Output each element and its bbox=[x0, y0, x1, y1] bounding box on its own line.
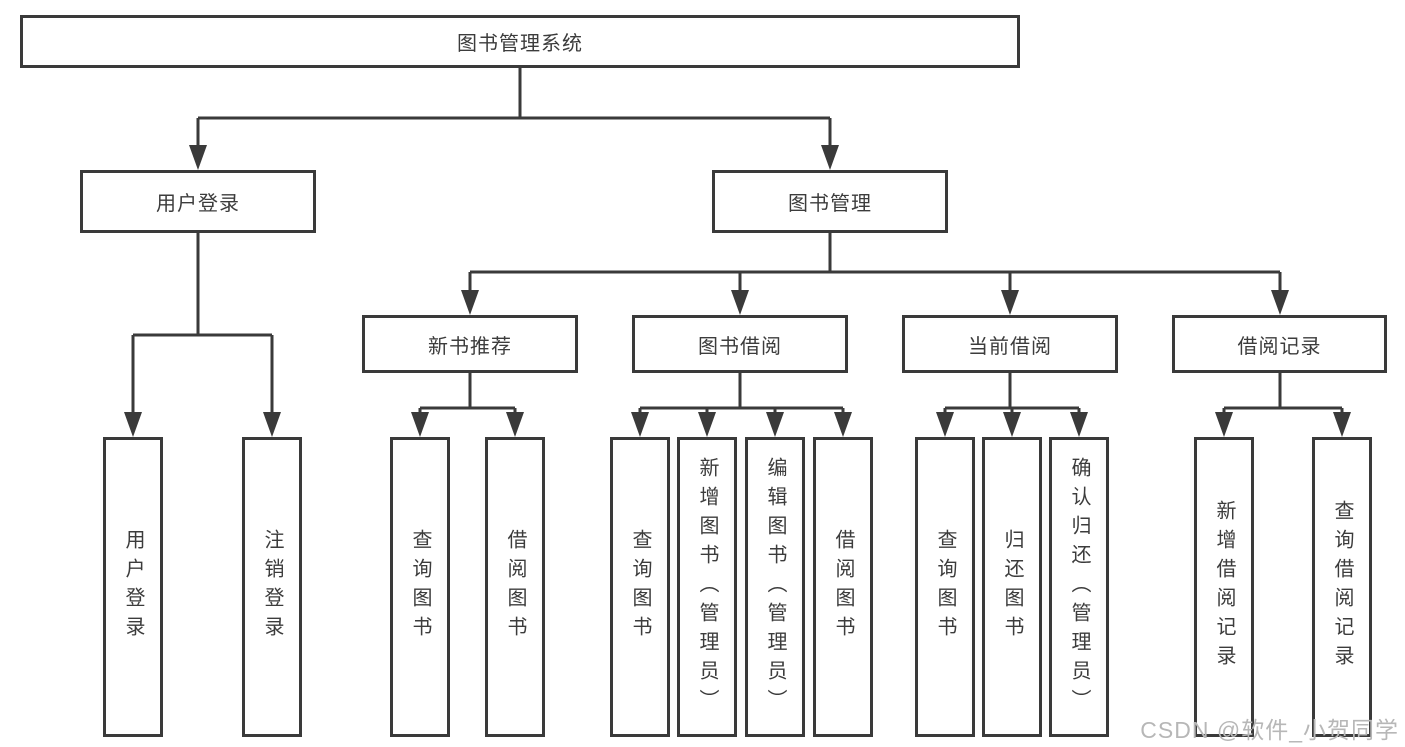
leaf-add-borrow-record-label: 新增借阅记录 bbox=[1213, 500, 1235, 674]
leaf-query-books-2: 查询图书 bbox=[610, 437, 670, 737]
node-book-management-label: 图书管理 bbox=[788, 193, 872, 215]
node-root-system: 图书管理系统 bbox=[20, 15, 1020, 68]
leaf-query-books-3-label: 查询图书 bbox=[934, 529, 956, 645]
node-book-borrow-label: 图书借阅 bbox=[698, 335, 782, 358]
connector-borrow-record-children bbox=[1222, 373, 1344, 414]
leaf-logout-label: 注销登录 bbox=[261, 529, 283, 645]
node-new-book-recommend-label: 新书推荐 bbox=[428, 335, 512, 358]
leaf-edit-books-admin-label: 编辑图书（管理员） bbox=[764, 456, 786, 718]
leaf-borrow-books-2: 借阅图书 bbox=[813, 437, 873, 737]
node-user-login: 用户登录 bbox=[80, 170, 316, 233]
node-root-label: 图书管理系统 bbox=[457, 33, 583, 55]
leaf-query-books-1: 查询图书 bbox=[390, 437, 450, 737]
leaf-add-books-admin: 新增图书（管理员） bbox=[677, 437, 737, 737]
leaf-return-books-label: 归还图书 bbox=[1001, 529, 1023, 645]
node-borrow-record: 借阅记录 bbox=[1172, 315, 1387, 373]
node-book-borrow: 图书借阅 bbox=[632, 315, 848, 373]
leaf-borrow-books-1: 借阅图书 bbox=[485, 437, 545, 737]
leaf-query-books-3: 查询图书 bbox=[915, 437, 975, 737]
connector-new-book-children bbox=[418, 373, 517, 414]
leaf-query-borrow-record: 查询借阅记录 bbox=[1312, 437, 1372, 737]
connector-current-borrow-children bbox=[943, 373, 1081, 414]
connector-user-login-children bbox=[131, 233, 274, 417]
node-user-login-label: 用户登录 bbox=[156, 193, 240, 215]
leaf-borrow-books-2-label: 借阅图书 bbox=[832, 529, 854, 645]
leaf-return-books: 归还图书 bbox=[982, 437, 1042, 737]
leaf-confirm-return-admin: 确认归还（管理员） bbox=[1049, 437, 1109, 737]
leaf-edit-books-admin: 编辑图书（管理员） bbox=[745, 437, 805, 737]
node-new-book-recommend: 新书推荐 bbox=[362, 315, 578, 373]
csdn-watermark: CSDN @软件_小贺同学 bbox=[1140, 717, 1399, 743]
leaf-query-borrow-record-label: 查询借阅记录 bbox=[1331, 500, 1353, 674]
node-borrow-record-label: 借阅记录 bbox=[1237, 335, 1322, 358]
leaf-query-books-1-label: 查询图书 bbox=[409, 529, 431, 645]
node-current-borrow: 当前借阅 bbox=[902, 315, 1118, 373]
leaf-user-login-label: 用户登录 bbox=[122, 529, 144, 645]
arrowheads bbox=[124, 145, 1351, 437]
connector-root-to-level2 bbox=[196, 68, 832, 150]
connector-book-borrow-children bbox=[638, 373, 845, 414]
leaf-user-login: 用户登录 bbox=[103, 437, 163, 737]
node-book-management: 图书管理 bbox=[712, 170, 948, 233]
node-current-borrow-label: 当前借阅 bbox=[968, 335, 1052, 358]
leaf-query-books-2-label: 查询图书 bbox=[629, 529, 651, 645]
connector-book-management-children bbox=[468, 233, 1282, 296]
leaf-add-borrow-record: 新增借阅记录 bbox=[1194, 437, 1254, 737]
leaf-logout: 注销登录 bbox=[242, 437, 302, 737]
leaf-confirm-return-admin-label: 确认归还（管理员） bbox=[1068, 456, 1090, 718]
leaf-add-books-admin-label: 新增图书（管理员） bbox=[696, 456, 718, 718]
leaf-borrow-books-1-label: 借阅图书 bbox=[504, 529, 526, 645]
